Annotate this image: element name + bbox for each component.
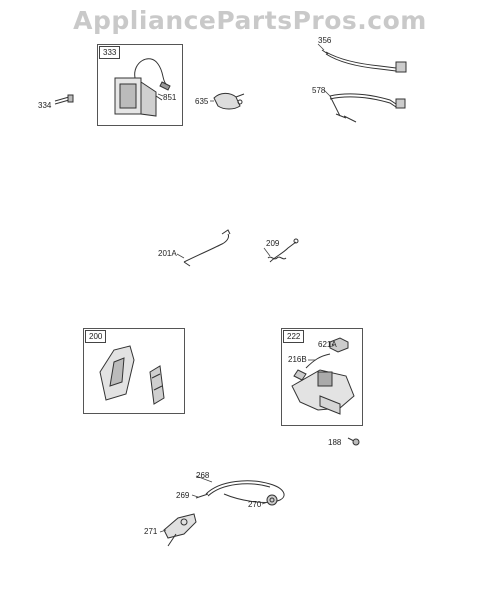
label-200: 200 [85,330,107,343]
callout-216B: 216B [288,355,307,364]
callout-635: 635 [195,97,209,106]
control-lever-drawing [163,513,197,547]
spark-plug-boot-drawing [213,92,245,110]
wire-harness-578-drawing [329,93,406,123]
callout-209: 209 [266,239,280,248]
spring-209-drawing [267,238,299,263]
screw-188-drawing [347,437,360,446]
air-vane-drawing [99,345,165,405]
callout-188: 188 [328,438,342,447]
callout-271: 271 [144,527,158,536]
callout-334: 334 [38,101,52,110]
label-222: 222 [283,330,305,343]
control-bracket-drawing [291,337,355,415]
watermark-text: AppliancePartsPros.com [73,6,427,35]
leader-lines [157,43,335,533]
callout-268: 268 [196,471,210,480]
callout-621A: 621A [318,340,337,349]
callout-851: 851 [163,93,177,102]
panel-200 [83,328,185,414]
screw-334-drawing [54,94,74,105]
ignition-armature-drawing [114,58,171,117]
throttle-cable-drawing [195,480,285,503]
callout-578: 578 [312,86,326,95]
wire-harness-356-drawing [321,49,407,73]
nut-270-drawing [266,494,278,506]
callout-201A: 201A [158,249,177,258]
governor-link-drawing [183,229,231,267]
callout-269: 269 [176,491,190,500]
callout-356: 356 [318,36,332,45]
callout-270: 270 [248,500,262,509]
label-333: 333 [99,46,121,59]
